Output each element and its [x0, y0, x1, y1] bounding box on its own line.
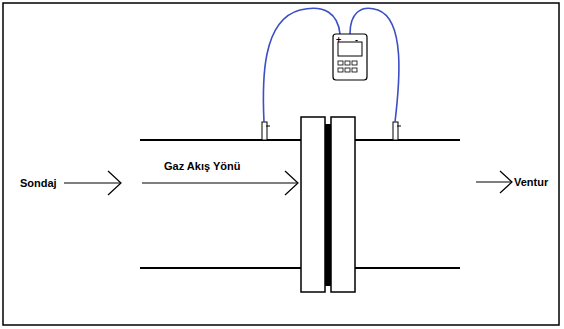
pipe-wall [354, 267, 460, 269]
pressure-tap [262, 122, 267, 140]
outlet-label: Ventur [514, 176, 548, 189]
flange [301, 117, 325, 292]
orifice-plate [325, 124, 331, 286]
pipe-wall [354, 139, 460, 141]
polarity-sign: - [355, 35, 358, 45]
arrow [476, 181, 512, 182]
flow-direction-label: Gaz Akış Yönü [164, 160, 240, 173]
cable [263, 8, 340, 122]
arrow [142, 182, 297, 183]
pipe-wall [140, 139, 302, 141]
inlet-label: Sondaj [20, 177, 57, 190]
polarity-sign: + [336, 35, 341, 45]
pipe-wall [140, 267, 302, 269]
cable [350, 8, 399, 122]
pressure-tap [393, 122, 398, 140]
arrow [64, 182, 120, 183]
flange [331, 117, 355, 292]
pressure-meter [333, 34, 367, 80]
frame [3, 3, 559, 325]
